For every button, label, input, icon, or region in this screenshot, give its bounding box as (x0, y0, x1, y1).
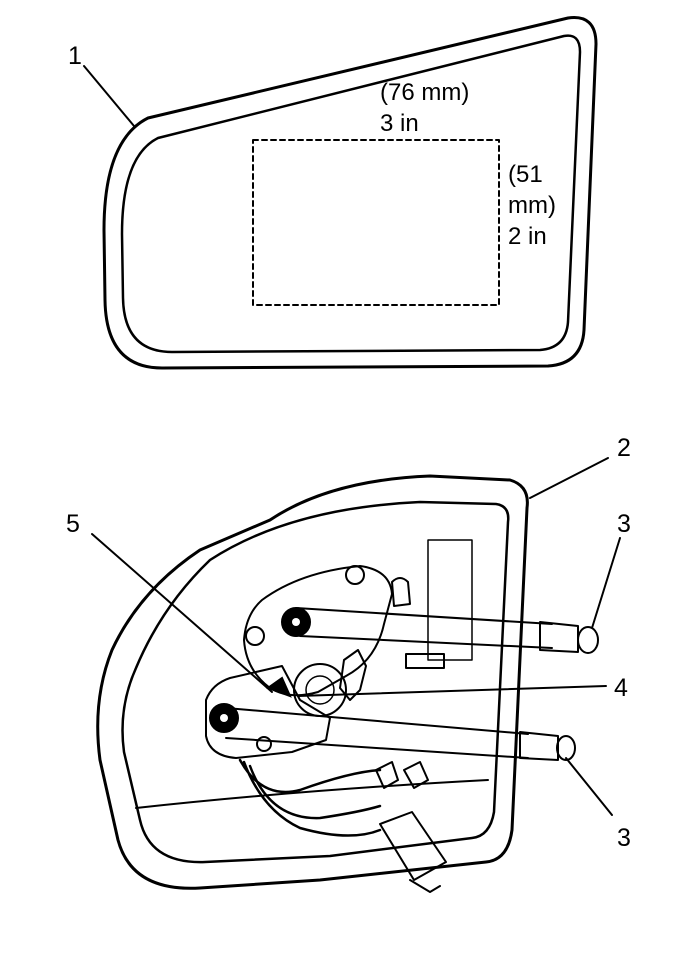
housing-floor-line (135, 779, 489, 809)
tool-rod-upper (295, 607, 553, 649)
retaining-tab-5 (265, 676, 292, 698)
dimension-height-metric-2: mm) (508, 192, 556, 219)
callout-2: 2 (617, 434, 631, 462)
dimension-width-metric: (76 mm) (380, 79, 469, 106)
mounting-screw-upper (345, 565, 365, 585)
pivot-bolt-upper-center (292, 618, 300, 626)
pivot-bolt-lower-center (220, 714, 228, 722)
leader-line-1 (83, 65, 135, 127)
tool-tip-upper (577, 626, 599, 654)
pivot-bolts (209, 607, 311, 733)
tool-handle-upper (539, 621, 579, 653)
actuator-clip (339, 649, 367, 701)
actuator-bracket (205, 665, 331, 759)
dimension-height-metric-1: (51 (508, 161, 543, 188)
callout-3-top: 3 (617, 510, 631, 538)
mirror-glass (83, 16, 598, 370)
callout-5: 5 (66, 510, 80, 538)
leader-line-2 (529, 457, 609, 499)
adhesive-area-rectangle (252, 139, 500, 306)
dimension-height-imperial: 2 in (508, 223, 547, 250)
housing-inner-rim (121, 500, 510, 864)
wiring-harness (238, 758, 382, 837)
leader-line-4 (297, 685, 607, 697)
leader-line-5 (91, 533, 273, 693)
mirror-glass-outer-edge (102, 16, 598, 370)
mounting-screw-lower (256, 736, 272, 752)
side-bracket (427, 539, 473, 661)
actuator-motor-hub-inner (305, 675, 335, 705)
callout-3-bottom: 3 (617, 824, 631, 852)
tool-tip-lower (556, 735, 576, 761)
harness-clip-b (403, 761, 429, 789)
harness-connector-end (409, 879, 441, 893)
housing-outer-shell (96, 474, 529, 890)
leader-line-3-bottom (565, 757, 613, 816)
tool-handle-lower (519, 731, 559, 761)
mirror-housing (91, 457, 621, 893)
callout-4: 4 (614, 674, 628, 702)
harness-connector (379, 811, 447, 881)
harness-clip-a (375, 761, 399, 789)
mirror-glass-inner-edge (120, 34, 582, 354)
leader-line-3-top (591, 537, 621, 629)
callout-1: 1 (68, 42, 82, 70)
dimension-width-imperial: 3 in (380, 110, 419, 137)
tool-rod-lower (225, 707, 529, 759)
connector-post (405, 653, 445, 669)
side-bracket-tab (391, 577, 411, 607)
mounting-screw-left (245, 626, 265, 646)
